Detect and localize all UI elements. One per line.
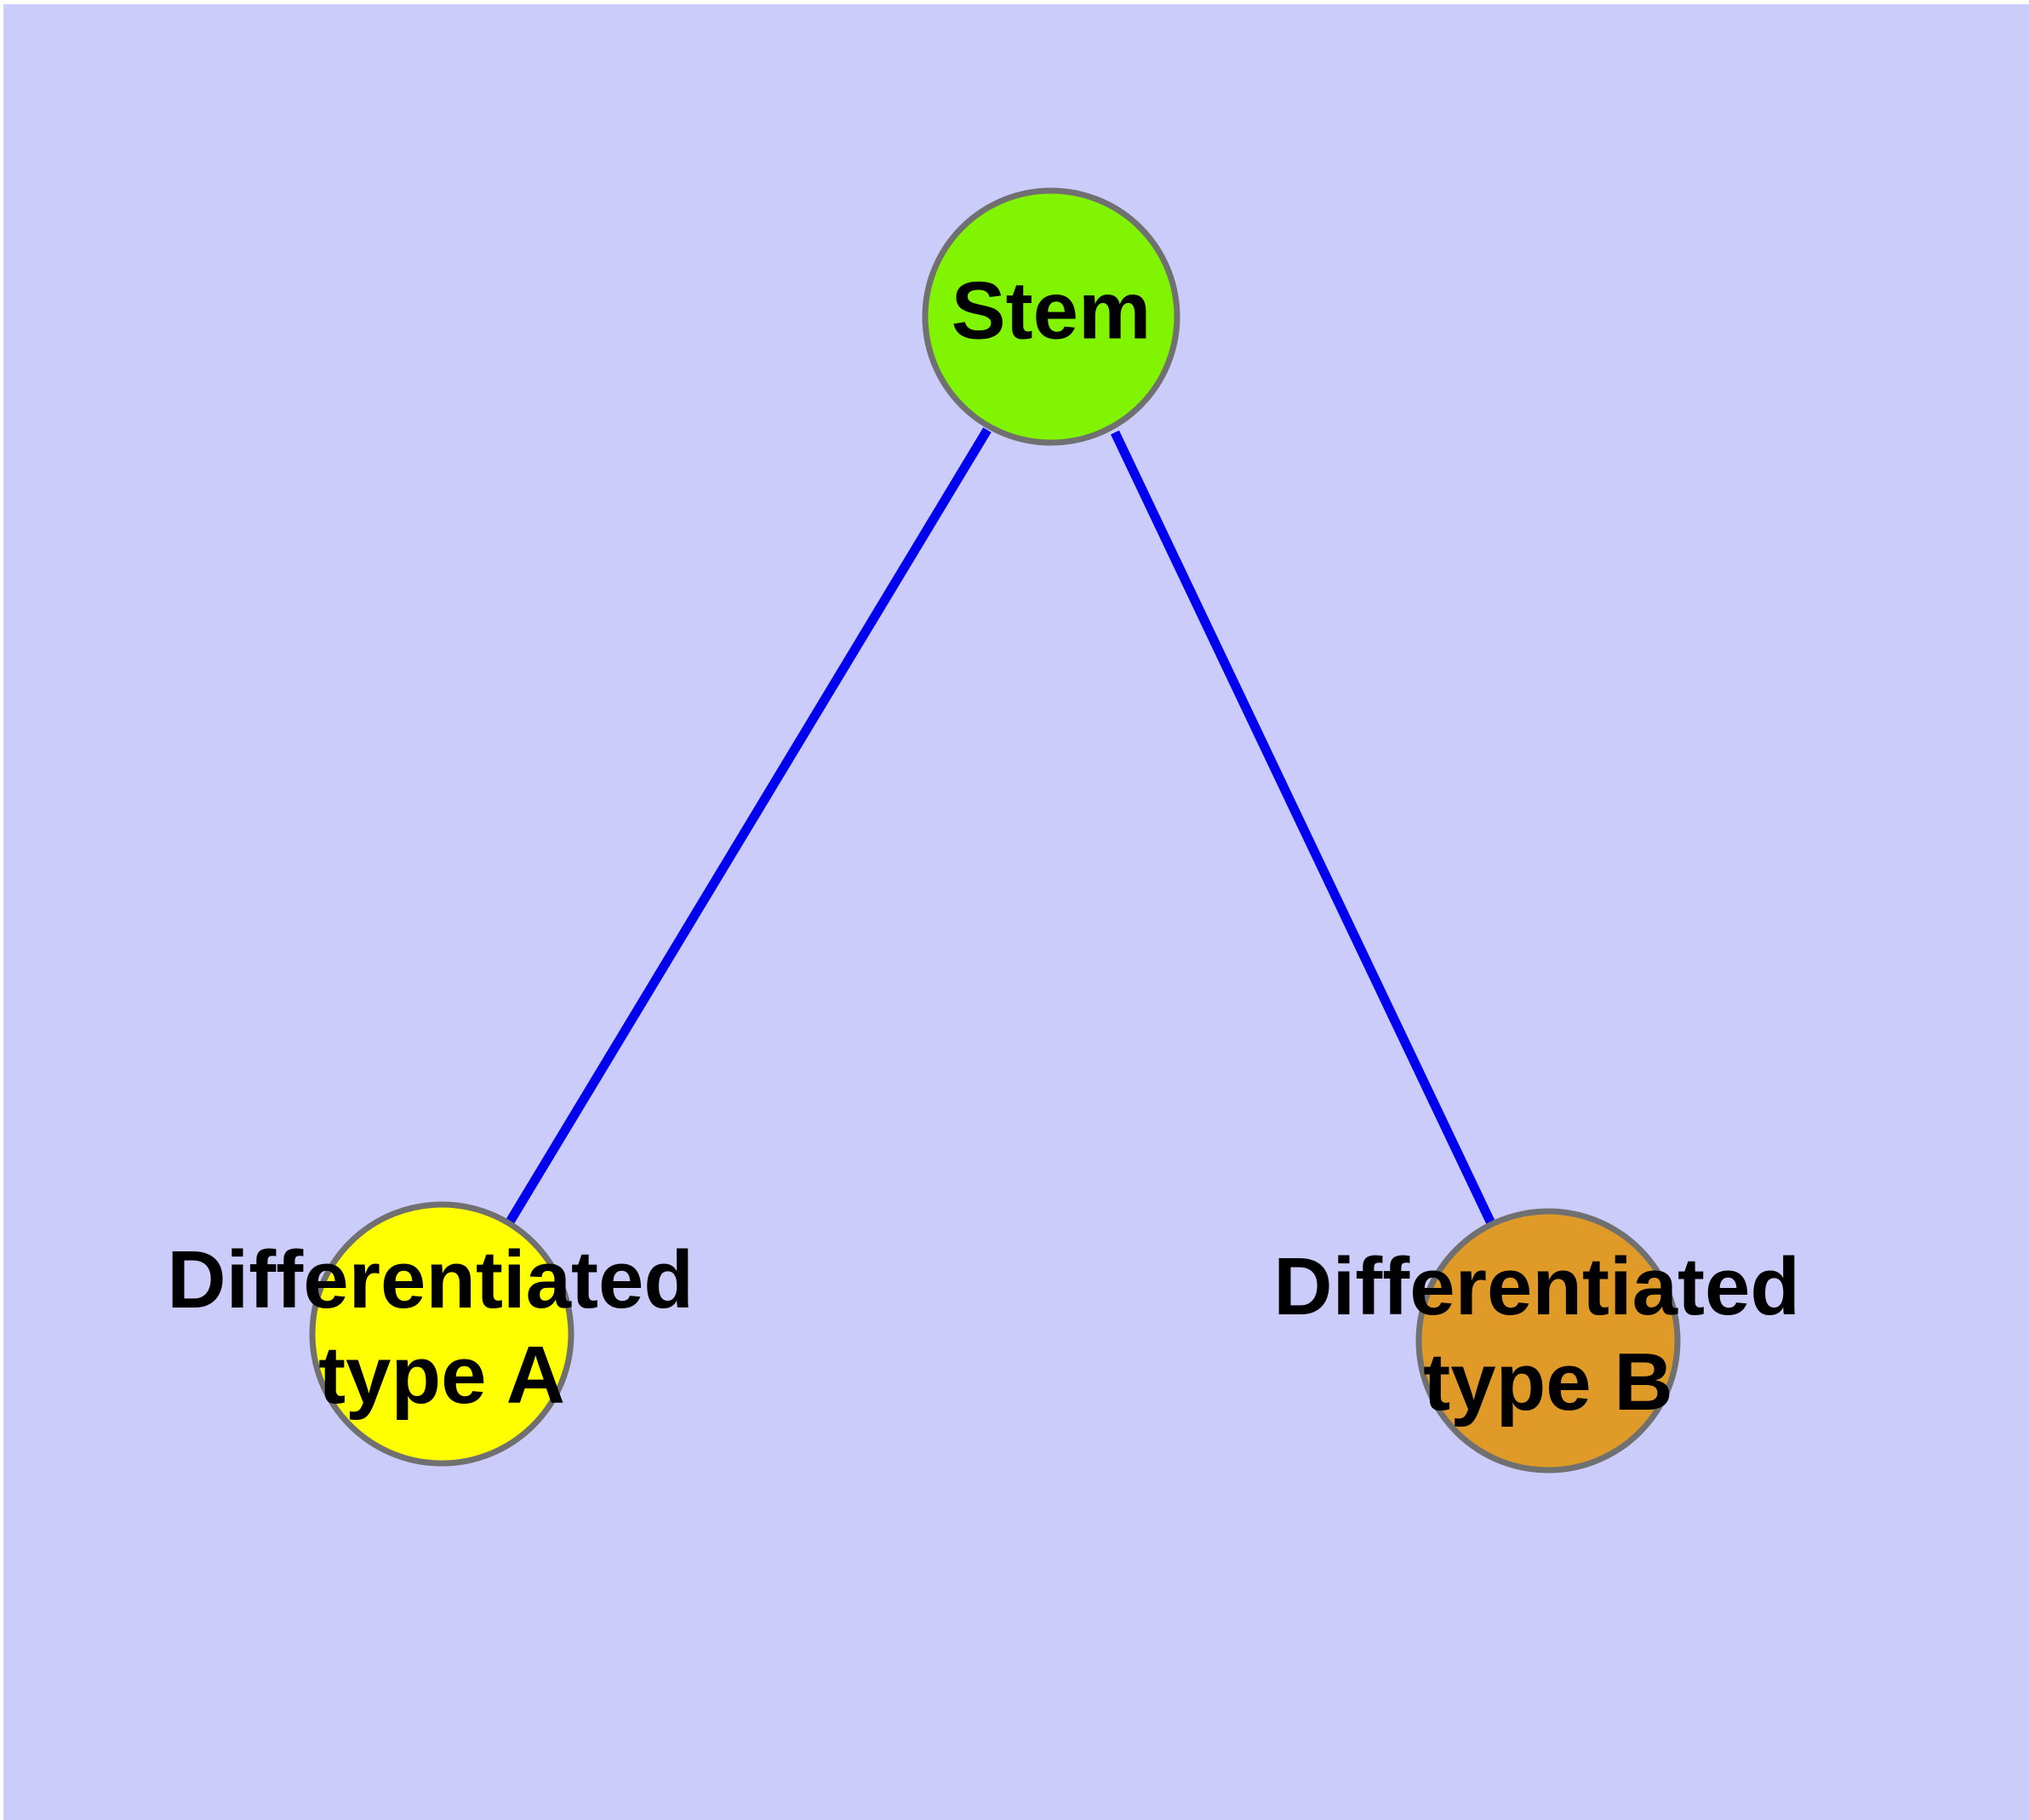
node-circle-diff-a[interactable] bbox=[309, 1201, 574, 1467]
node-label-stem: Stem bbox=[952, 265, 1152, 356]
node-circle-diff-b[interactable] bbox=[1415, 1208, 1681, 1474]
edge-layer bbox=[505, 427, 1495, 1226]
node-label-layer: Stem Differentiated type A Differentiate… bbox=[167, 265, 1822, 1428]
node-label-diff-b-line-2: type B bbox=[1423, 1336, 1672, 1428]
node-label-diff-a-line-2: type A bbox=[318, 1330, 565, 1421]
node-circle-stem[interactable] bbox=[922, 187, 1180, 446]
node-label-diff-b: Differentiated type B bbox=[1273, 1241, 1822, 1428]
edge-stem-to-diff-a[interactable] bbox=[505, 427, 992, 1226]
node-shape-layer bbox=[309, 187, 1681, 1474]
node-label-diff-b-line-1: Differentiated bbox=[1273, 1241, 1800, 1332]
edge-stem-to-diff-b[interactable] bbox=[1111, 430, 1495, 1226]
node-label-diff-a: Differentiated type A bbox=[167, 1234, 716, 1421]
node-label-diff-a-line-1: Differentiated bbox=[167, 1234, 694, 1325]
